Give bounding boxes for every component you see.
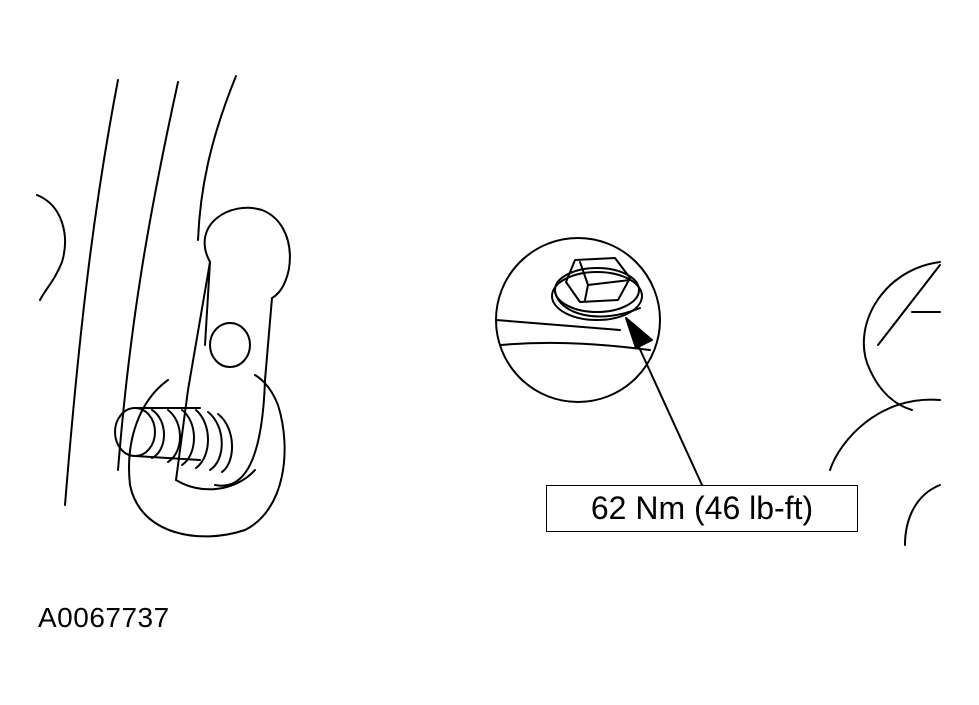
right-housing [829,261,941,546]
torque-callout: 62 Nm (46 lb-ft) [546,485,858,532]
figure-id: A0067737 [38,602,170,633]
housing-outline [36,75,237,506]
drain-plug-bolt-icon [551,257,643,321]
detail-circle [495,237,661,403]
mounting-boss [128,374,286,538]
arrow-pointer-icon [625,317,703,486]
lever-arm-icon [175,206,291,487]
threaded-shaft-icon [114,407,234,473]
